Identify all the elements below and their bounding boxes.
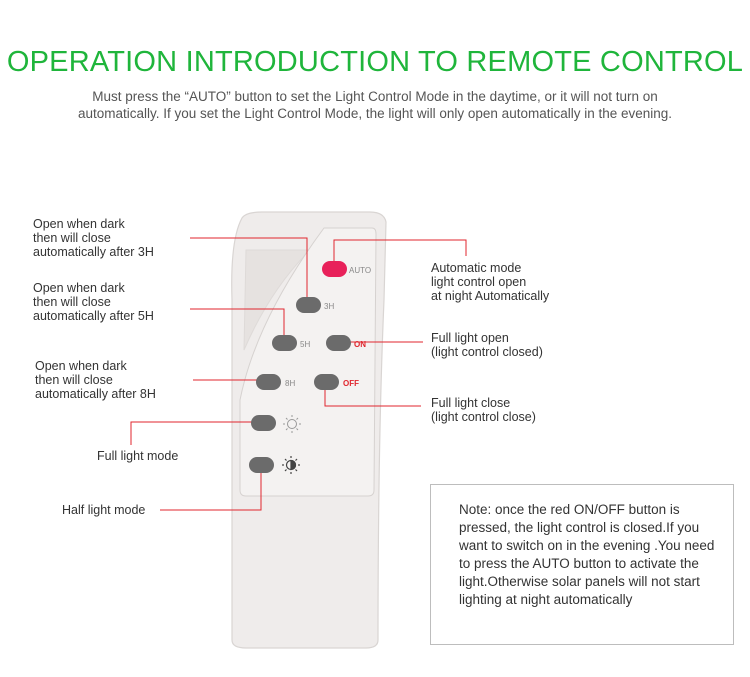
leader-5h	[190, 308, 285, 343]
off-button	[314, 374, 339, 390]
5h-button-label: 5H	[300, 340, 311, 349]
leader-lines	[130, 237, 467, 511]
callout-open-8h: Open when dark then will close automatic…	[35, 359, 156, 401]
button-panel	[239, 227, 377, 497]
callout-open-5h: Open when dark then will close automatic…	[33, 281, 154, 323]
page-subtitle: Must press the “AUTO” button to set the …	[77, 89, 673, 121]
5h-button	[272, 335, 297, 351]
sun-outline-icon	[283, 415, 301, 433]
half-sun-icon	[282, 456, 300, 474]
leader-full-light	[130, 421, 262, 445]
callout-half-light-mode: Half light mode	[62, 503, 146, 517]
leader-half-light	[160, 466, 262, 511]
note-box: Note: once the red ON/OFF button is pres…	[430, 484, 734, 645]
8h-button-label: 8H	[285, 379, 296, 388]
callout-open-3h: Open when dark then will close automatic…	[33, 217, 154, 259]
leader-off	[324, 384, 421, 407]
callout-full-light-mode: Full light mode	[97, 449, 179, 463]
note-text: Note: once the red ON/OFF button is pres…	[459, 502, 715, 607]
page-title: OPERATION INTRODUCTION TO REMOTE CONTROL	[6, 46, 744, 78]
callout-auto-mode: Automatic mode light control open at nig…	[431, 261, 550, 303]
off-button-label: OFF	[343, 379, 359, 388]
3h-button	[296, 297, 321, 313]
on-button-label: ON	[354, 340, 366, 349]
callout-full-light-close: Full light close (light control close)	[431, 396, 536, 424]
auto-button-label: AUTO	[349, 266, 372, 275]
leader-auto	[333, 239, 467, 264]
half-light-button	[249, 457, 274, 473]
auto-button	[322, 261, 347, 277]
full-light-button	[251, 415, 276, 431]
leader-3h	[190, 237, 308, 300]
3h-button-label: 3H	[324, 302, 335, 311]
callout-full-light-open: Full light open (light control closed)	[431, 331, 543, 359]
8h-button	[256, 374, 281, 390]
on-button	[326, 335, 351, 351]
